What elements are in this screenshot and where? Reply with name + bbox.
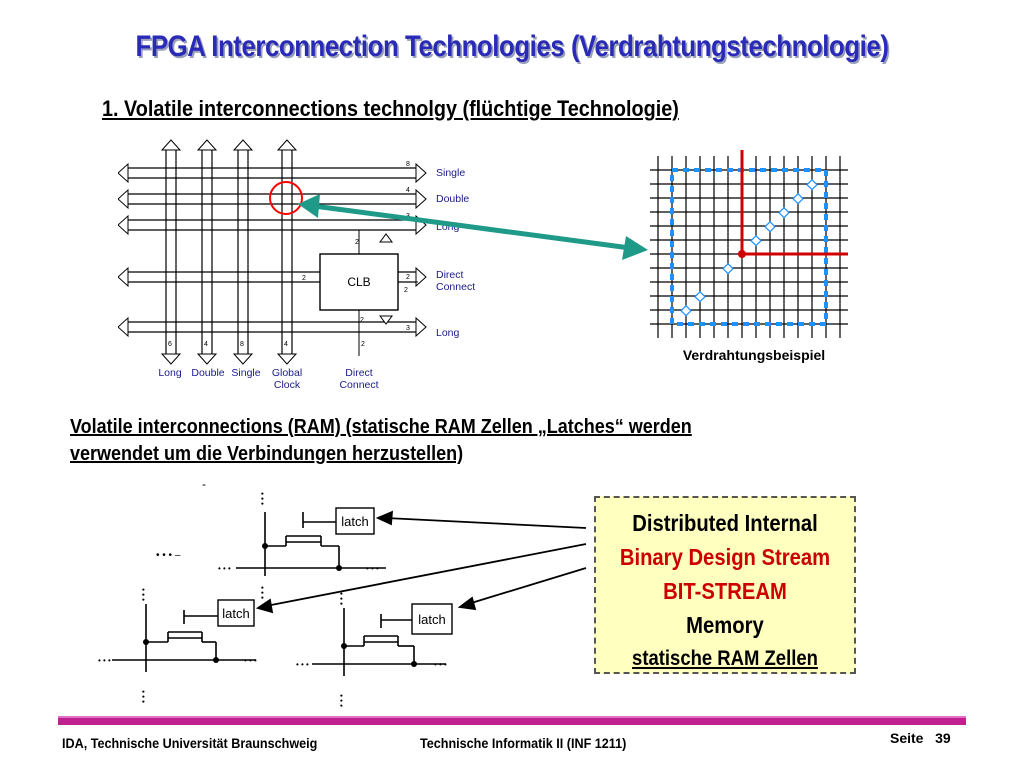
svg-text:Long: Long (158, 367, 182, 379)
clb-interconnect-diagram: CLB 8 4 3 2 3 6 4 8 4 2 2 2 2 2 Single D… (118, 138, 498, 393)
callout-line5: statische RAM Zellen (632, 647, 818, 670)
small-dash: - (202, 477, 206, 491)
svg-text:4: 4 (406, 187, 410, 194)
svg-text:8: 8 (240, 341, 244, 348)
svg-text:Global: Global (272, 367, 302, 379)
svg-text:• • •: • • • (139, 690, 148, 703)
svg-text:Connect: Connect (339, 379, 378, 391)
svg-text:• • •: • • • (434, 660, 447, 669)
svg-text:3: 3 (406, 325, 410, 332)
svg-text:2: 2 (406, 274, 410, 281)
footer-institution: IDA, Technische Universität Braunschweig (62, 735, 318, 751)
svg-text:Clock: Clock (274, 379, 301, 391)
svg-text:Connect: Connect (436, 281, 475, 293)
latch-circuit-diagram: - latch • • • • • • • • • • • • • • • – … (98, 477, 587, 707)
svg-text:2: 2 (355, 239, 359, 246)
callout-line2: Binary Design Stream (619, 544, 831, 570)
svg-text:Single: Single (436, 167, 465, 179)
svg-text:6: 6 (168, 341, 172, 348)
bitstream-callout: Distributed Internal Binary Design Strea… (594, 496, 856, 674)
svg-text:• • •: • • • (366, 564, 379, 573)
svg-text:• • •: • • • (98, 656, 111, 665)
page-label: Seite (890, 730, 924, 746)
callout-line4: Memory (686, 612, 764, 638)
svg-text:• • •: • • • (258, 492, 267, 505)
wiring-example-label: Verdrahtungsbeispiel (683, 347, 825, 363)
latch-description-line2: verwendet um die Verbindungen herzustell… (70, 443, 464, 465)
latch-label-right: latch (418, 612, 445, 627)
page-number: Seite 39 (890, 730, 951, 746)
svg-text:Double: Double (191, 367, 224, 379)
wiring-example-grid: Verdrahtungsbeispiel (650, 150, 848, 363)
latch-description: Volatile interconnections (RAM) (statisc… (70, 414, 692, 468)
svg-text:4: 4 (204, 341, 208, 348)
svg-text:• • •: • • • (139, 588, 148, 601)
clb-label: CLB (347, 275, 370, 289)
svg-text:• • •: • • • (296, 660, 309, 669)
connection-arrow (298, 194, 648, 260)
svg-text:2: 2 (404, 287, 408, 294)
page-value: 39 (935, 730, 951, 746)
svg-text:Direct: Direct (436, 269, 464, 281)
svg-text:Long: Long (436, 327, 460, 339)
svg-text:Single: Single (231, 367, 260, 379)
latch-label-left: latch (222, 606, 249, 621)
svg-text:2: 2 (360, 317, 364, 324)
svg-text:2: 2 (361, 341, 365, 348)
svg-text:• • • –: • • • – (156, 550, 181, 561)
svg-text:8: 8 (406, 161, 410, 168)
latch-description-line1: Volatile interconnections (RAM) (statisc… (70, 416, 692, 438)
latch-label-top: latch (341, 514, 368, 529)
highlight-circle (269, 181, 303, 215)
svg-text:Double: Double (436, 193, 469, 205)
callout-line1: Distributed Internal (632, 510, 818, 536)
svg-text:Direct: Direct (345, 367, 373, 379)
svg-text:• • •: • • • (337, 592, 346, 605)
svg-text:4: 4 (284, 341, 288, 348)
svg-text:2: 2 (302, 275, 306, 282)
svg-text:• • •: • • • (218, 564, 231, 573)
footer-course: Technische Informatik II (INF 1211) (420, 735, 627, 751)
slide-title: FPGA Interconnection Technologies (Verdr… (135, 30, 889, 63)
svg-text:• • •: • • • (244, 656, 257, 665)
svg-text:• • •: • • • (258, 586, 267, 599)
footer-divider (58, 716, 966, 725)
svg-text:• • •: • • • (337, 694, 346, 707)
section-heading: 1. Volatile interconnections technolgy (… (102, 96, 679, 121)
callout-line3: BIT-STREAM (663, 578, 787, 604)
